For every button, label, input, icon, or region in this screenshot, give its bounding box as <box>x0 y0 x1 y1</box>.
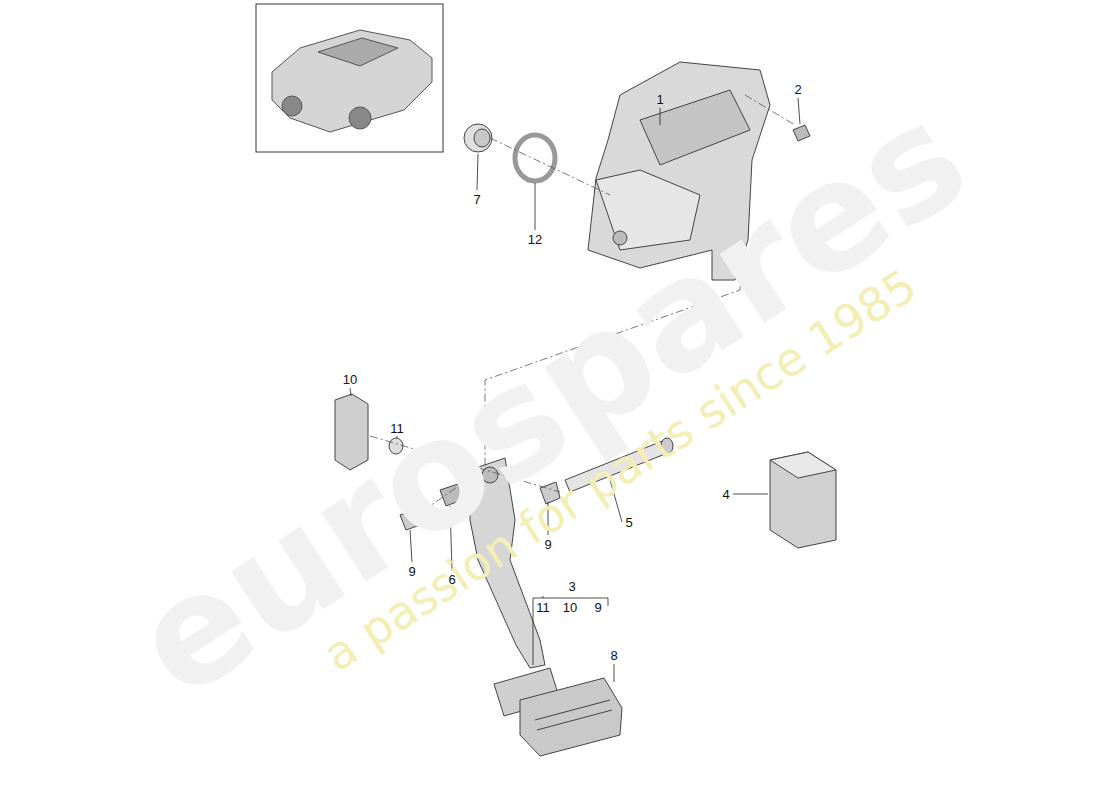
seal-ring <box>515 135 555 181</box>
callout-number: 11 <box>390 422 404 435</box>
leader-line <box>397 436 398 438</box>
leader-line <box>798 98 800 124</box>
callout-number: 9 <box>594 601 601 614</box>
car-wheel <box>282 96 302 116</box>
callout-number: 6 <box>448 573 455 586</box>
leader-line <box>450 506 452 570</box>
axis-line <box>485 270 740 470</box>
grommet <box>464 124 492 152</box>
leader-line <box>535 183 536 230</box>
bracket-side <box>596 170 700 250</box>
leader-line <box>477 154 478 190</box>
car-window <box>318 38 398 66</box>
callout-number: 5 <box>625 516 632 529</box>
leader-line <box>548 502 549 535</box>
leader-line <box>350 388 351 396</box>
car-wheel <box>349 107 371 129</box>
pedal-bracket <box>588 62 770 280</box>
axis-line <box>410 478 470 520</box>
callout-number: 8 <box>610 649 617 662</box>
pedal-cover <box>520 678 622 756</box>
nut <box>793 125 810 141</box>
leader-line <box>733 494 768 495</box>
callout-number: 3 <box>568 580 575 593</box>
pivot-hole <box>613 231 627 245</box>
pedal-arm <box>470 458 545 668</box>
bush <box>540 482 560 504</box>
callout-number: 10 <box>343 373 357 386</box>
grommet-inner <box>474 129 490 147</box>
cover-ribs <box>535 700 612 730</box>
callout-number: 2 <box>794 83 801 96</box>
bush <box>389 438 403 454</box>
stop-bracket <box>335 394 368 470</box>
callout-number: 12 <box>528 233 542 246</box>
leader-line <box>610 480 622 522</box>
bracket-face <box>640 90 750 165</box>
callout-number: 11 <box>536 601 550 614</box>
callout-number: 10 <box>563 601 577 614</box>
switch <box>770 452 836 548</box>
leader-line <box>614 664 615 682</box>
callout-number: 1 <box>656 93 663 106</box>
bracket <box>533 596 608 665</box>
axis-line <box>745 95 795 125</box>
watermark: a passion for parts since 1985 <box>316 261 924 678</box>
thumbnail-frame <box>256 4 443 152</box>
callout-number: 4 <box>722 488 729 501</box>
shaft-head <box>661 438 673 454</box>
axis-line <box>370 436 560 492</box>
clip <box>440 484 462 506</box>
pivot-shaft <box>565 440 670 492</box>
switch-top <box>770 452 836 478</box>
callout-number: 9 <box>408 565 415 578</box>
watermark: eurospares <box>111 79 988 721</box>
callout-number: 7 <box>473 193 480 206</box>
leader-line <box>660 108 661 125</box>
car-body <box>272 30 432 132</box>
axis-line <box>490 138 610 195</box>
callout-number: 9 <box>544 538 551 551</box>
leader-line <box>410 530 412 562</box>
